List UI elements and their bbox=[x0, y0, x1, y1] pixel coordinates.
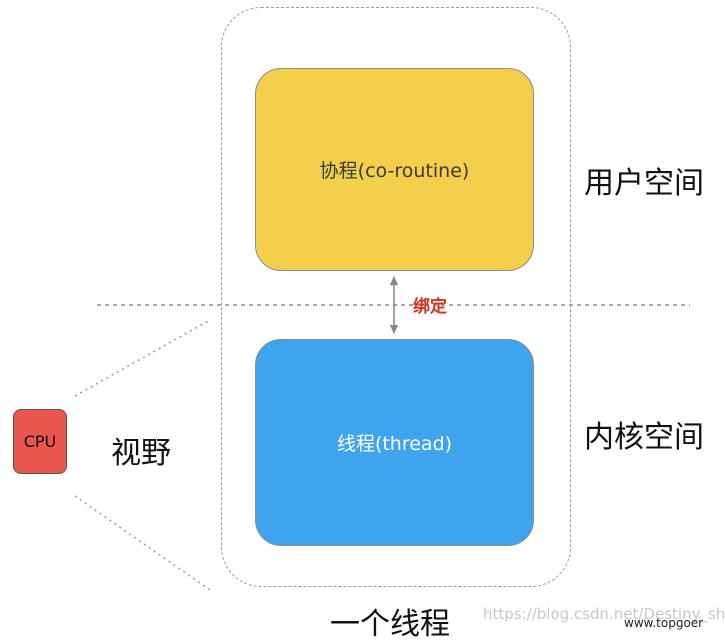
kernel-space-label: 内核空间 bbox=[584, 420, 704, 455]
view-line-lower bbox=[74, 495, 211, 591]
cpu-label: CPU bbox=[23, 432, 57, 451]
coroutine-label: 协程(co-routine) bbox=[319, 160, 470, 182]
one-thread-label: 一个线程 bbox=[330, 607, 450, 642]
thread-label: 线程(thread) bbox=[336, 433, 453, 455]
coroutine-box: 协程(co-routine) bbox=[255, 68, 534, 271]
cpu-box: CPU bbox=[13, 409, 67, 474]
view-label: 视野 bbox=[111, 436, 171, 471]
watermark-url: https://blog.csdn.net/Destiny_shine bbox=[483, 605, 725, 623]
view-line-upper bbox=[74, 319, 211, 397]
user-space-label: 用户空间 bbox=[584, 166, 704, 201]
thread-box: 线程(thread) bbox=[255, 339, 534, 546]
thread-boundary-frame bbox=[221, 7, 571, 587]
bind-label: 绑定 bbox=[413, 297, 447, 317]
watermark-site: www.topgoer bbox=[624, 616, 704, 630]
